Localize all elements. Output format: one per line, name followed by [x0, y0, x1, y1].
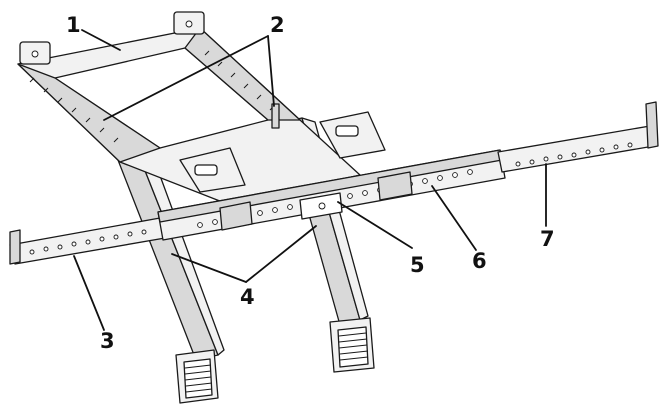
leader-6: [431, 185, 477, 251]
leader-3: [73, 255, 105, 331]
callout-6: 6: [472, 249, 487, 273]
callout-1: 1: [66, 13, 81, 37]
leader-2a: [103, 35, 269, 121]
top-frame: [17, 11, 386, 206]
callout-3: 3: [100, 329, 115, 353]
callout-5: 5: [410, 253, 425, 277]
callout-4: 4: [240, 285, 255, 309]
leader-lines: [73, 29, 547, 331]
crossbar: [9, 101, 659, 265]
leader-1: [81, 29, 121, 51]
leader-4b: [245, 225, 317, 283]
right-foot: [329, 317, 375, 373]
callout-2: 2: [270, 13, 285, 37]
leader-5: [337, 201, 413, 249]
left-foot: [175, 349, 219, 404]
leader-4a: [171, 253, 247, 283]
callout-7: 7: [540, 227, 555, 251]
leader-2b: [267, 35, 275, 107]
